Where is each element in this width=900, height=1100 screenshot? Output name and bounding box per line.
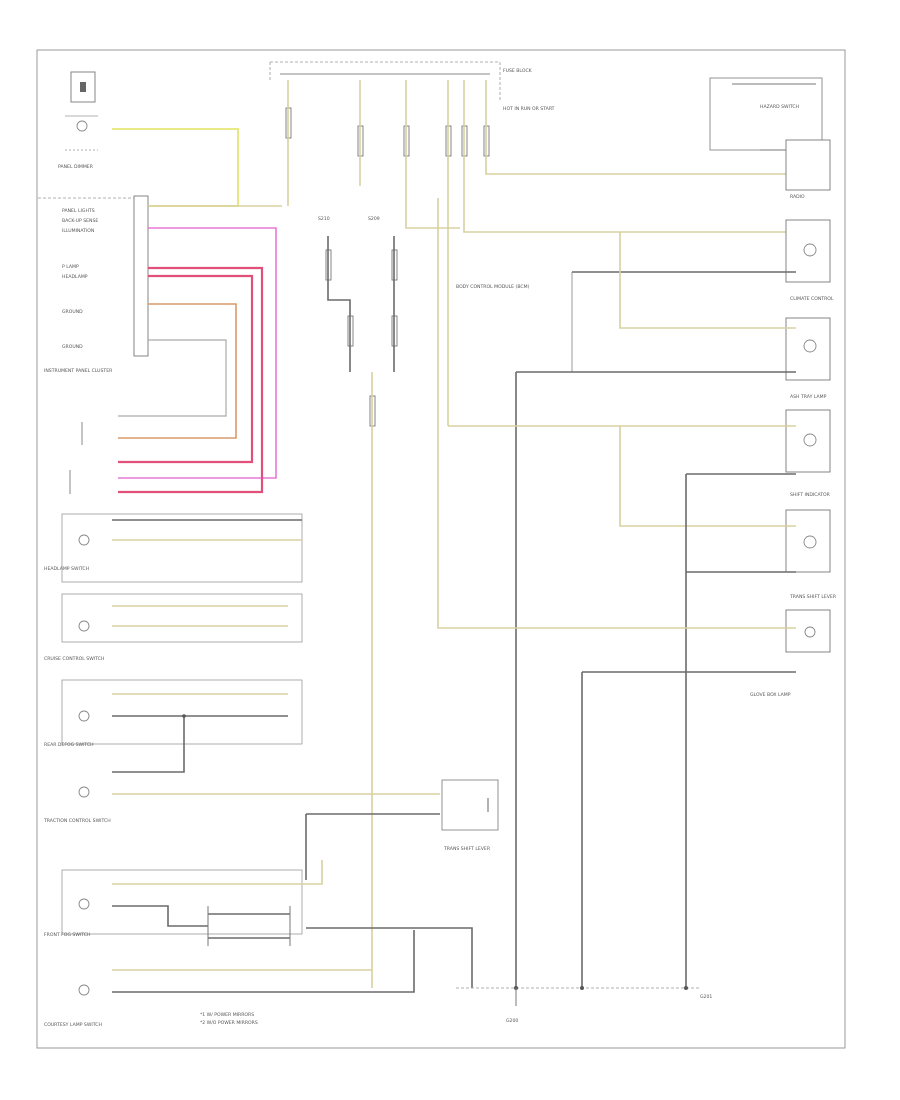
glove-box-lamp: GLOVE BOX LAMP [750,609,831,698]
note-1: *1 W/ POWER MIRRORS [200,1012,254,1018]
cluster-connector: PANEL LIGHTS BACK-UP SENSE ILLUMINATION … [38,195,149,374]
trans-lever-label: TRANS SHIFT LEVER [443,846,491,852]
hazard-switch-label: HAZARD SWITCH [760,104,799,110]
cluster-pin-label: P LAMP [62,264,79,270]
ground-g201: G201 [684,986,712,1000]
rear-defog-lamp: REAR DEFOG SWITCH [44,679,303,748]
cluster-pin-label: HEADLAMP [62,274,88,280]
cruise-switch-lamp: CRUISE CONTROL SWITCH [44,593,303,662]
trans-shift-label: TRANS SHIFT LEVER [789,594,837,600]
traction-switch-lamp: TRACTION CONTROL SWITCH [43,786,111,824]
body-control-label: BODY CONTROL MODULE (BCM) [456,284,530,290]
note-2: *2 W/O POWER MIRRORS [200,1020,258,1026]
cruise-switch-label: CRUISE CONTROL SWITCH [44,656,104,662]
courtesy-label: COURTESY LAMP SWITCH [44,1022,102,1028]
ground-g200-label: G200 [506,1018,518,1024]
courtesy-lamp: COURTESY LAMP SWITCH [44,984,102,1028]
radio-label: RADIO [790,194,805,200]
ground-g201-label: G201 [700,994,712,1000]
hot-note-label: HOT IN RUN OR START [503,106,555,112]
hazard-switch: HAZARD SWITCH [709,77,823,151]
headlamp-switch-label: HEADLAMP SWITCH [44,566,89,572]
panel-dimmer: PANEL DIMMER [58,71,98,170]
climate-label: CLIMATE CONTROL [790,296,834,302]
shift-indicator-label: SHIFT INDICATOR [790,492,831,498]
splice-s209-label: S209 [368,216,380,222]
cluster-pin-label: GROUND [62,309,83,315]
traction-switch-label: TRACTION CONTROL SWITCH [43,818,111,824]
shift-indicator-lamp: SHIFT INDICATOR [785,409,831,498]
trans-shift-lamp: TRANS SHIFT LEVER [785,509,837,600]
fuse-block-label: FUSE BLOCK [503,68,533,74]
climate-lamp: CLIMATE CONTROL [785,219,834,302]
fuse-block: FUSE BLOCK HOT IN RUN OR START [269,61,555,157]
cluster-pin-label: PANEL LIGHTS [62,208,95,214]
cluster-pin-label: BACK-UP SENSE [62,218,98,224]
front-fog-label: FRONT FOG SWITCH [44,932,90,938]
glove-box-label: GLOVE BOX LAMP [750,692,791,698]
ground-g200: G200 [506,986,518,1024]
cluster-pin-label: ILLUMINATION [62,228,94,234]
splice-s210-label: S210 [318,216,330,222]
ash-tray-label: ASH TRAY LAMP [790,394,827,400]
instrument-panel-cluster-label: INSTRUMENT PANEL CLUSTER [44,368,113,374]
shift-lever-box: TRANS SHIFT LEVER [441,779,499,852]
rear-defog-label: REAR DEFOG SWITCH [44,742,94,748]
diagram-frame [36,49,846,1049]
radio-lamp: RADIO [785,139,831,200]
panel-dimmer-label: PANEL DIMMER [58,164,94,170]
cluster-pin-label: GROUND [62,344,83,350]
headlamp-switch-lamp: HEADLAMP SWITCH [44,513,303,583]
ash-tray-lamp: ASH TRAY LAMP [785,317,831,400]
front-fog-lamp: FRONT FOG SWITCH [44,869,303,938]
